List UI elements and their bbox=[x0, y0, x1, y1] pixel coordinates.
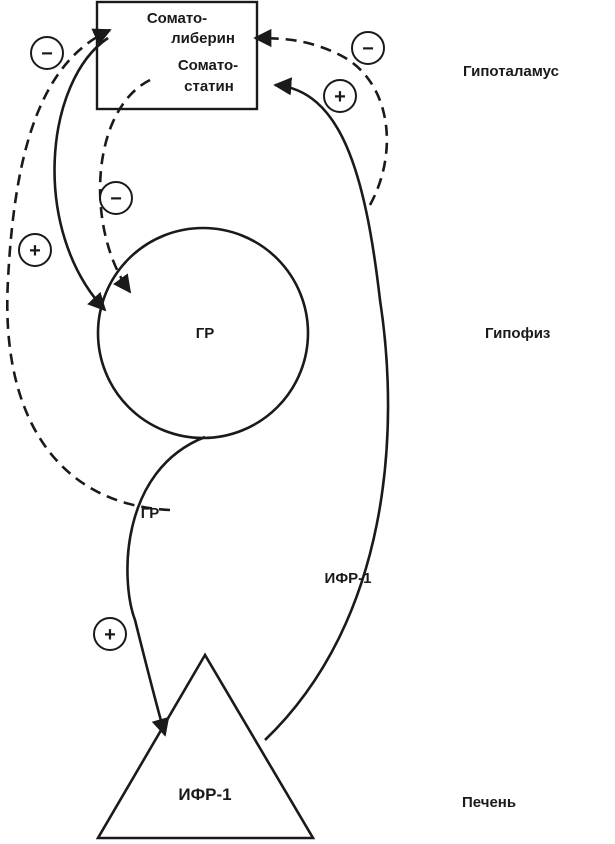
pituitary-node-label: ГР bbox=[196, 325, 215, 342]
svg-text:−: − bbox=[362, 38, 374, 60]
somatostatin-label-2: статин bbox=[184, 78, 234, 95]
svg-text:+: + bbox=[29, 240, 41, 262]
hypothalamus-box bbox=[95, 0, 259, 111]
somatostatin-label-1: Сомато- bbox=[178, 57, 238, 74]
svg-text:+: + bbox=[104, 624, 116, 646]
sign-top-left: − bbox=[30, 36, 64, 70]
somatoliberin-to-pituitary-arrow bbox=[53, 36, 109, 312]
gh-feedback-to-hypothalamus-arrow bbox=[5, 28, 171, 512]
sign-left-plus: + bbox=[18, 233, 52, 267]
somatoliberin-label-1: Сомато- bbox=[147, 10, 207, 27]
igf1-feedback-to-somatoliberin-arrow bbox=[253, 28, 389, 206]
somatoliberin-label-2: либерин bbox=[171, 30, 235, 47]
igf1-to-hypothalamus-arrow bbox=[264, 77, 390, 741]
somatostatin-to-pituitary-arrow bbox=[98, 78, 151, 294]
liver-triangle bbox=[95, 652, 316, 840]
svg-text:−: − bbox=[41, 43, 53, 65]
gh-to-liver-arrow bbox=[126, 435, 206, 737]
level-label-pituitary: Гипофиз bbox=[485, 325, 550, 342]
sign-top-right: − bbox=[351, 31, 385, 65]
pathway-label-igf1: ИФР-1 bbox=[325, 570, 372, 587]
liver-node-label: ИФР-1 bbox=[178, 785, 231, 804]
svg-text:+: + bbox=[334, 86, 346, 108]
pathway-label-gh: ГР bbox=[141, 505, 160, 522]
sign-mid-minus: − bbox=[99, 181, 133, 215]
sign-bottom-plus: + bbox=[93, 617, 127, 651]
level-label-liver: Печень bbox=[462, 794, 516, 811]
level-label-hypothalamus: Гипоталамус bbox=[463, 63, 559, 80]
sign-right-plus: + bbox=[323, 79, 357, 113]
svg-text:−: − bbox=[110, 188, 122, 210]
